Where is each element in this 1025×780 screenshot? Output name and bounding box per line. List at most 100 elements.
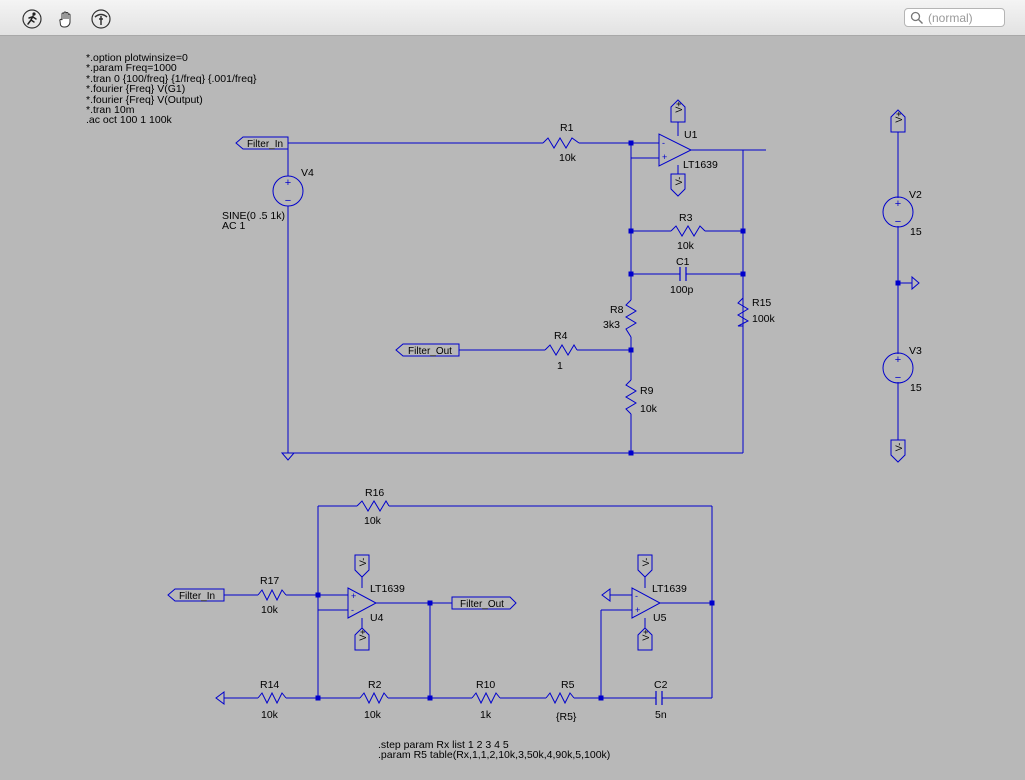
r4-name: R4 — [554, 330, 568, 342]
r10-name: R10 — [476, 679, 495, 691]
resistor-r1 — [542, 137, 580, 149]
r8-value: 3k3 — [603, 319, 620, 331]
directive-line: *.tran 10m — [86, 104, 135, 117]
svg-text:V+: V+ — [358, 629, 368, 640]
r5-name: R5 — [561, 679, 575, 691]
svg-text:-: - — [635, 591, 638, 601]
resistor-r14 — [257, 691, 287, 705]
r2-value: 10k — [364, 709, 382, 721]
search-field[interactable] — [904, 8, 1005, 27]
svg-text:V-: V- — [674, 177, 684, 186]
svg-text:−: − — [895, 216, 901, 228]
directive-line: .ac oct 100 1 100k — [86, 114, 172, 127]
vminus-flag-u1[interactable]: V- — [670, 173, 686, 197]
v2-name: V2 — [909, 189, 922, 201]
r15-value: 100k — [752, 313, 776, 325]
resistor-r17 — [257, 588, 287, 602]
svg-text:Filter_Out: Filter_Out — [460, 599, 504, 610]
r8-name: R8 — [610, 304, 624, 316]
r16-name: R16 — [365, 487, 384, 499]
svg-text:−: − — [895, 372, 901, 384]
v3-value: 15 — [910, 382, 922, 394]
vminus-flag-u4-top[interactable]: V- — [354, 554, 370, 578]
directive-line: .step param Rx list 1 2 3 4 5 — [378, 739, 509, 751]
resistor-r8 — [625, 299, 637, 338]
vminus-flag-v3[interactable]: V- — [890, 439, 906, 463]
net-label-filter-out-top[interactable]: Filter_Out — [395, 343, 460, 357]
svg-text:Filter_In: Filter_In — [179, 591, 215, 602]
resistor-r2 — [359, 691, 389, 705]
directive-line: *.option plotwinsize=0 — [86, 52, 188, 64]
u5-name: U5 — [653, 612, 667, 624]
probe-icon[interactable] — [90, 9, 112, 29]
resistor-r5 — [545, 691, 575, 705]
c1-value: 100p — [670, 284, 694, 296]
spice-directives-bottom[interactable]: .step param Rx list 1 2 3 4 5 .param R5 … — [378, 740, 610, 761]
v4-name: V4 — [301, 167, 314, 179]
r5-value: {R5} — [556, 711, 577, 723]
svg-text:Filter_Out: Filter_Out — [408, 346, 452, 357]
v2-value: 15 — [910, 226, 922, 238]
svg-text:+: + — [895, 198, 901, 210]
svg-text:V-: V- — [894, 443, 904, 452]
toolbar — [0, 0, 1025, 36]
resistor-r16 — [356, 500, 390, 512]
voltage-sources — [272, 175, 914, 384]
r16-value: 10k — [364, 515, 382, 527]
r2-name: R2 — [368, 679, 382, 691]
running-man-icon[interactable] — [21, 9, 43, 29]
r3-value: 10k — [677, 240, 695, 252]
svg-text:+: + — [895, 354, 901, 366]
source-polarity: + − + − + − — [285, 177, 901, 384]
resistor-symbols — [257, 137, 750, 705]
v3-name: V3 — [909, 345, 922, 357]
r17-value: 10k — [261, 604, 279, 616]
hand-icon[interactable] — [55, 9, 77, 29]
svg-text:+: + — [351, 591, 356, 601]
vminus-flag-u5-top[interactable]: V- — [637, 554, 653, 578]
resistor-r4 — [544, 344, 578, 356]
directive-line: *.fourier {Freq} V(G1) — [86, 83, 186, 96]
opamp-symbols — [347, 133, 693, 619]
resistor-r9 — [625, 379, 637, 415]
r14-name: R14 — [260, 679, 279, 691]
capacitor-symbols — [655, 267, 687, 705]
wires — [224, 122, 912, 699]
svg-text:V+: V+ — [641, 629, 651, 640]
u1-value: LT1639 — [683, 159, 718, 171]
component-labels: R1 10k U1 LT1639 V4 SINE(0 .5 1k) AC 1 R… — [222, 122, 922, 723]
svg-text:+: + — [285, 177, 291, 189]
r9-value: 10k — [640, 403, 658, 415]
net-label-filter-in-bottom[interactable]: Filter_In — [167, 588, 225, 602]
u5-value: LT1639 — [652, 583, 687, 595]
svg-text:V-: V- — [641, 558, 651, 567]
resistor-r10 — [471, 691, 501, 705]
search-input[interactable] — [924, 10, 998, 25]
c2-name: C2 — [654, 679, 668, 691]
vplus-flag-u4-bottom[interactable]: V+ — [354, 627, 370, 651]
r4-value: 1 — [557, 360, 563, 372]
opamp-pin-signs: - + + - - + — [351, 138, 667, 615]
vplus-flag-u1[interactable]: V+ — [670, 99, 686, 123]
svg-text:−: − — [285, 195, 291, 207]
spice-directives-top[interactable]: *.option plotwinsize=0 *.param Freq=1000… — [86, 53, 256, 126]
u4-value: LT1639 — [370, 583, 405, 595]
directive-line: *.param Freq=1000 — [86, 62, 177, 75]
resistor-r3 — [670, 225, 706, 237]
vplus-flag-u5-bottom[interactable]: V+ — [637, 627, 653, 651]
c1-name: C1 — [676, 256, 690, 268]
net-label-filter-in-top[interactable]: Filter_In — [235, 136, 289, 150]
r14-value: 10k — [261, 709, 279, 721]
net-label-filter-out-bottom[interactable]: Filter_Out — [451, 596, 517, 610]
vplus-flag-v2[interactable]: V+ — [890, 109, 906, 133]
r1-name: R1 — [560, 122, 574, 134]
v4-value: SINE(0 .5 1k) — [222, 210, 285, 222]
svg-text:V-: V- — [358, 558, 368, 567]
directive-line: *.tran 0 {100/freq} {1/freq} {.001/freq} — [86, 72, 257, 85]
r1-value: 10k — [559, 152, 577, 164]
ground-symbols — [215, 275, 920, 705]
svg-text:V+: V+ — [894, 111, 904, 122]
v4-value2: AC 1 — [222, 220, 246, 232]
schematic-canvas[interactable]: + − + − + − - + + - - + — [0, 36, 1025, 780]
svg-text:+: + — [635, 605, 640, 615]
